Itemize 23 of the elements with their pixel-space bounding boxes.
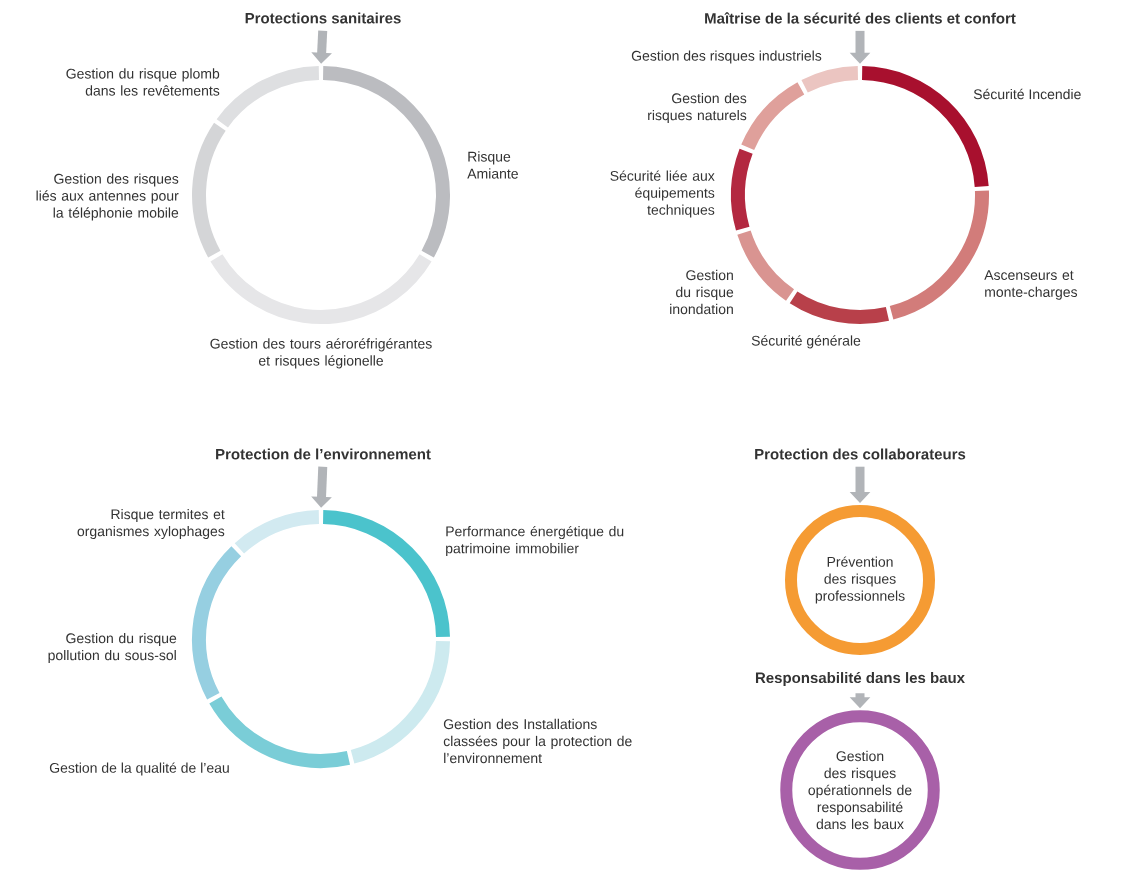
segment-label: Gestion des tours aéroréfrigérantes et risques légionelle — [210, 338, 432, 369]
segment-label: Performance énergétique du patrimoine immobilier — [446, 525, 624, 557]
segment-label: Risque Amiante — [467, 151, 518, 179]
segment-label: Risque termites et organismes xylophages — [77, 508, 225, 539]
segment-label: Gestion du risque plomb dans les revêtements — [66, 68, 220, 96]
heading: Protection des collaborateurs — [755, 448, 966, 460]
segment-label: Gestion des risques industriels — [631, 50, 822, 64]
heading: Protection de l’environnement — [216, 448, 431, 460]
segment-label: Gestion des risques liés aux antennes pour la téléphonie mobile — [36, 173, 179, 221]
segment-label: Gestion de la qualité de l’eau — [49, 762, 229, 776]
segment-label: Sécurité générale — [751, 335, 861, 349]
segment-label: Gestion du risque pollution du sous-sol — [48, 632, 177, 663]
segment-label: Gestion des Installations classées pour la protection de l’environnement — [443, 718, 632, 764]
heading: Responsabilité dans les baux — [756, 671, 965, 687]
heading: Maîtrise de la sécurité des clients et confort — [705, 12, 1016, 24]
ring: Gestion des risques opérationnels de responsabilité dans les baux — [780, 710, 940, 870]
segment-label: Gestion des risques naturels — [648, 92, 747, 123]
segment-label: Gestion du risque inondation — [670, 269, 734, 315]
heading: Protections sanitaires — [245, 12, 401, 24]
ring: Prévention des risques professionnels — [785, 505, 935, 655]
segment-label: Ascenseurs et monte-charges — [984, 270, 1078, 300]
segment-label: Sécurité Incendie — [973, 88, 1081, 100]
segment-label: Sécurité liée aux équipements techniques — [610, 170, 715, 218]
